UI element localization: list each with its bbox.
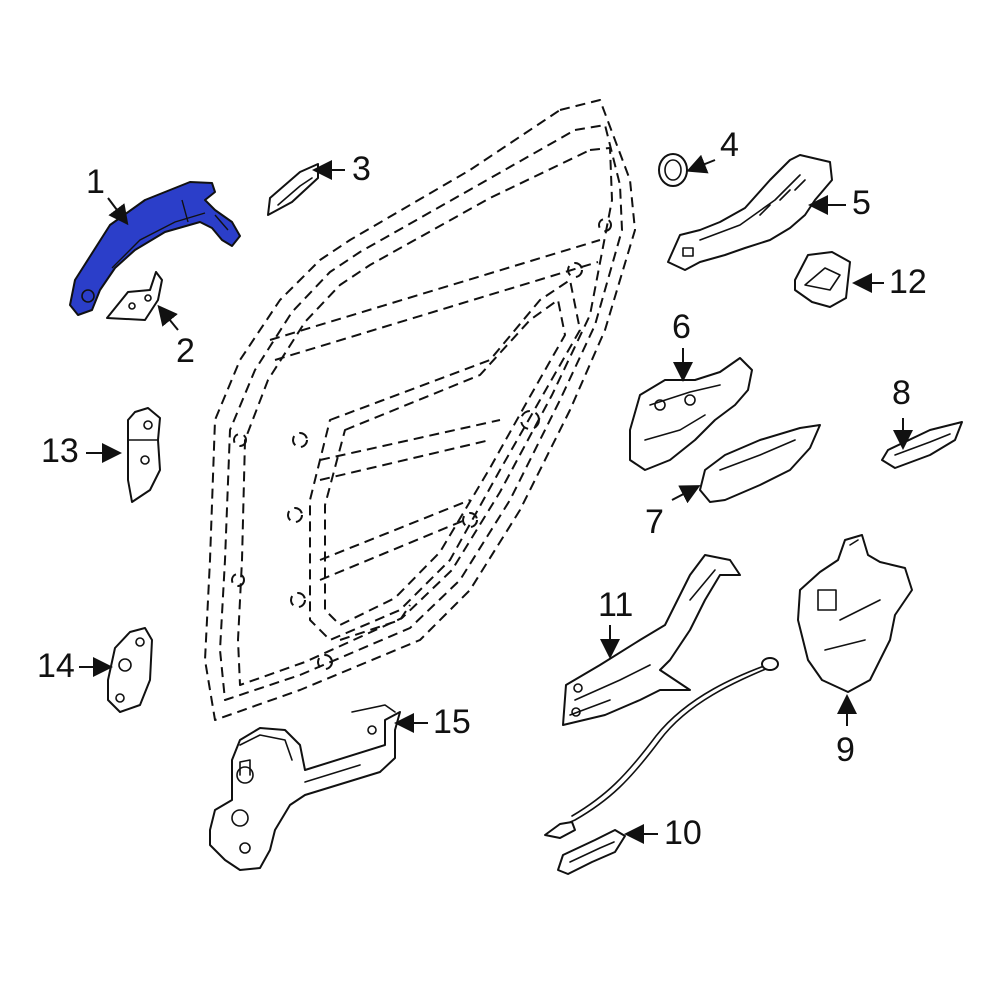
callout-5: 5 (852, 184, 871, 222)
door-check (209, 704, 401, 871)
upper-hinge (127, 407, 161, 503)
arrow-4 (686, 154, 716, 174)
callout-arrows (79, 154, 913, 844)
handle-frame (667, 154, 833, 271)
callout-15: 15 (433, 703, 471, 741)
callout-7: 7 (645, 503, 664, 541)
cable-clip (557, 829, 626, 875)
handle-gasket (267, 163, 319, 216)
callout-3: 3 (352, 150, 371, 188)
arrow-7 (671, 485, 701, 504)
inside-handle (699, 424, 821, 503)
arrow-1 (107, 197, 129, 226)
door-shell-outline (204, 99, 636, 721)
callout-12: 12 (889, 263, 927, 301)
striker (794, 251, 851, 308)
callout-11: 11 (598, 586, 634, 624)
callout-13: 13 (41, 432, 79, 470)
callout-6: 6 (672, 308, 691, 346)
cylinder-cap (658, 153, 688, 187)
callout-10: 10 (664, 814, 702, 852)
outside-handle (69, 181, 241, 316)
callout-14: 14 (37, 647, 75, 685)
lower-hinge (107, 627, 153, 713)
callout-1: 1 (86, 163, 105, 201)
door-latch (544, 534, 913, 839)
handle-bracket (106, 271, 163, 321)
callout-8: 8 (892, 374, 911, 412)
callout-9: 9 (836, 731, 855, 769)
callout-2: 2 (176, 332, 195, 370)
callout-4: 4 (720, 126, 739, 164)
arrow-2 (157, 304, 179, 331)
inside-handle-housing (629, 357, 753, 471)
handle-bezel (881, 421, 963, 469)
cable-bracket (562, 554, 741, 726)
